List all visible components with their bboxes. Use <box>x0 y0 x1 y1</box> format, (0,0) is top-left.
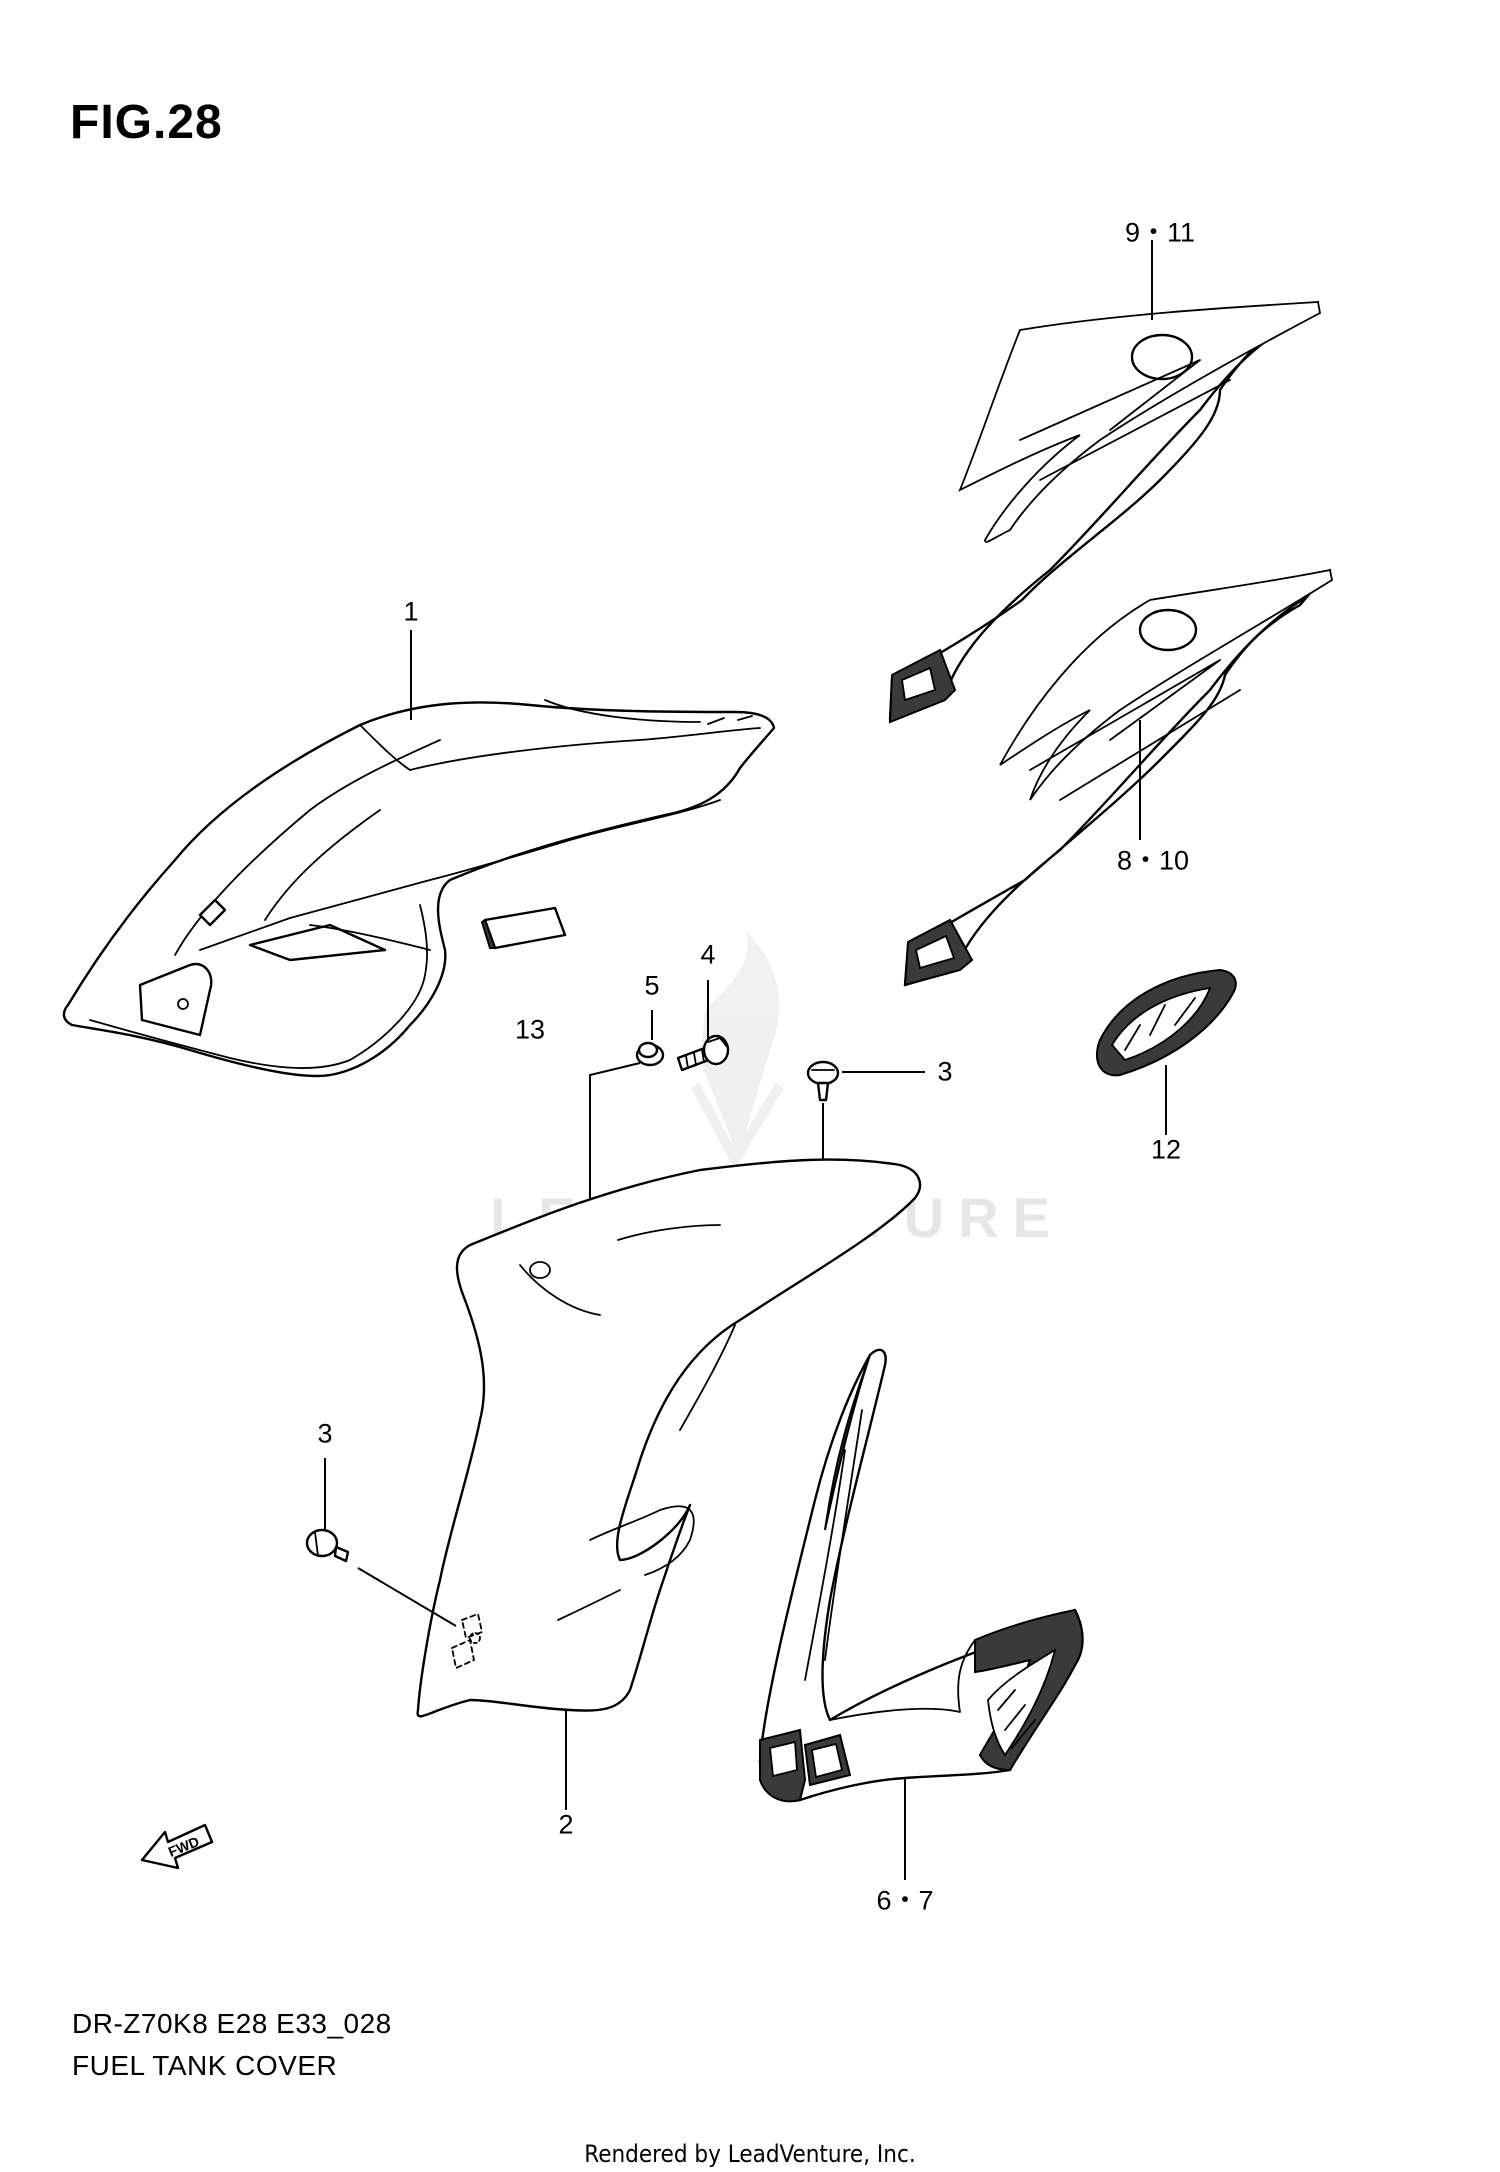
callout-5: 5 <box>644 970 660 1001</box>
callout-3-lower: 3 <box>317 1418 333 1449</box>
part-3-clip-lower <box>305 1528 350 1563</box>
part-8-10-decal <box>903 568 1334 987</box>
callout-3-upper: 3 <box>937 1056 953 1087</box>
callout-9-11: 9・11 <box>1124 217 1196 248</box>
callout-13: 13 <box>514 1014 546 1045</box>
callout-12: 12 <box>1150 1134 1182 1165</box>
figure-title: FIG.28 <box>70 96 223 149</box>
section-name: FUEL TANK COVER <box>72 2050 338 2081</box>
part-4-bolt <box>676 1034 730 1072</box>
part-6-7-decal <box>758 1348 1084 1803</box>
callout-2: 2 <box>558 1809 574 1840</box>
callout-1: 1 <box>403 596 419 627</box>
part-2-shroud <box>416 1158 922 1718</box>
part-13-pad <box>480 906 567 950</box>
part-1-tank-cover <box>62 699 776 1078</box>
callout-8-10: 8・10 <box>1116 845 1190 876</box>
part-9-11-decal <box>888 300 1322 724</box>
callout-6-7: 6・7 <box>876 1885 934 1916</box>
callout-4: 4 <box>700 939 716 970</box>
fwd-arrow-icon <box>140 1823 214 1870</box>
fwd-arrow-label: FWD <box>166 1833 202 1860</box>
part-12-emblem <box>1095 968 1237 1077</box>
model-code: DR-Z70K8 E28 E33_028 <box>72 2008 392 2039</box>
part-5-grommet <box>635 1041 665 1067</box>
rendered-by-credit: Rendered by LeadVenture, Inc. <box>584 2140 916 2168</box>
watermark-logo <box>690 930 785 1171</box>
part-3-clip-upper <box>806 1060 840 1102</box>
